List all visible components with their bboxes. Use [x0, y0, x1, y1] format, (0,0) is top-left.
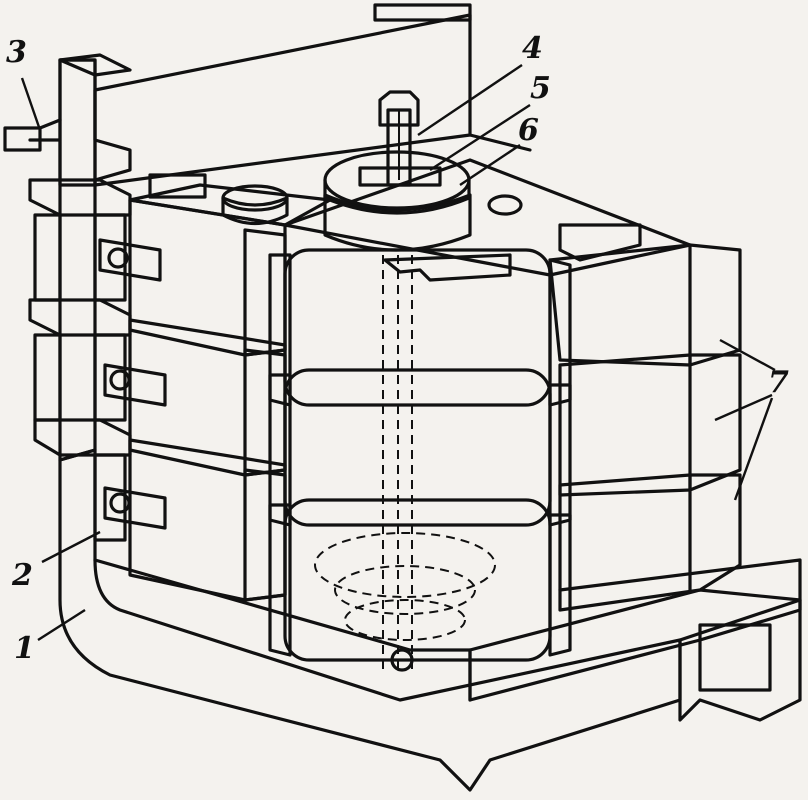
- center-coil-stack: [268, 158, 692, 672]
- callout-6: 6: [518, 113, 539, 148]
- left-coil-stack: [128, 173, 332, 602]
- terminal-clamps: [98, 238, 167, 530]
- top-clamp-beam: [3, 3, 532, 187]
- right-coil-stack: [548, 243, 742, 612]
- central-bolt-assembly: [323, 90, 472, 252]
- left-frame-column: [28, 58, 132, 542]
- callout-4: 4: [522, 31, 543, 66]
- leader-lines: [20, 64, 776, 642]
- callout-5: 5: [530, 71, 551, 106]
- callout-3: 3: [6, 35, 27, 70]
- callout-1: 1: [14, 631, 35, 666]
- callout-2: 2: [11, 558, 33, 593]
- callout-7: 7: [768, 365, 789, 400]
